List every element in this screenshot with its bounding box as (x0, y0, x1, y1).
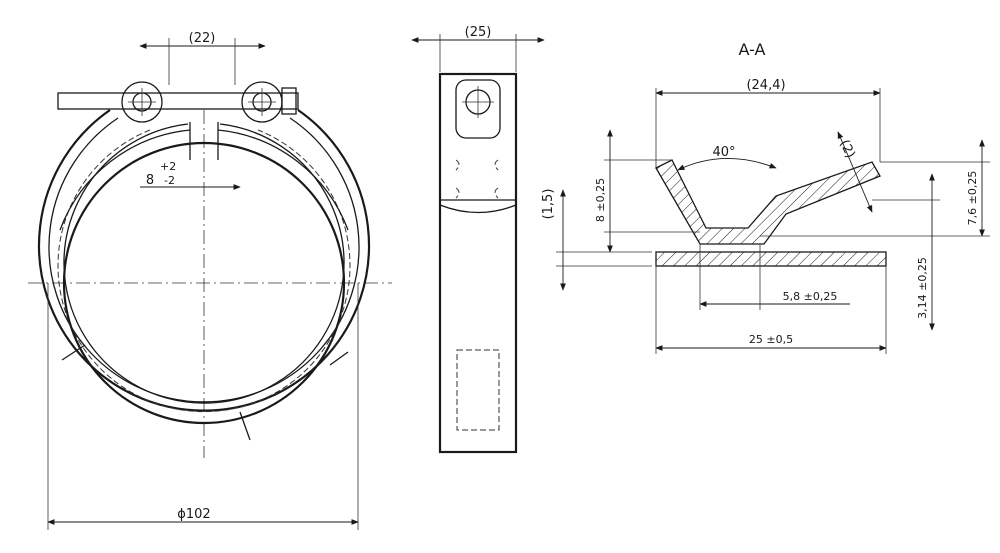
dim-width: (25) (465, 25, 492, 40)
dim-angle: 40° (712, 145, 735, 160)
dim-gap-plus: +2 (160, 160, 176, 173)
clamp-band-line-3 (63, 123, 345, 404)
side-hidden-slot (456, 349, 500, 431)
segment-mark-right (329, 351, 349, 366)
dim-outer-height: 7,6 ±0,25 (966, 171, 979, 226)
dim-lip-thickness: (2) (836, 138, 857, 161)
trunnion-right (241, 81, 283, 123)
side-hidden-hook-3 (455, 187, 460, 199)
section-title: A-A (739, 40, 766, 59)
dim-lip-line (837, 131, 873, 213)
front-view: (22) 8 +2 -2 ϕ102 (28, 31, 392, 530)
clamp-inner-band (59, 129, 191, 231)
clamp-outer-band (37, 109, 371, 412)
t-bolt-bar (57, 92, 299, 110)
side-hidden-hook-2 (494, 159, 499, 171)
dim-base-thickness: (1,5) (541, 189, 556, 220)
side-latch (455, 79, 501, 139)
dim-top-width: (24,4) (746, 78, 785, 93)
section-base-strip (655, 251, 887, 267)
clamp-band-line-2 (48, 117, 360, 403)
clamp-band-hidden-1 (57, 129, 351, 413)
side-band-curve (439, 204, 517, 214)
dim-inner-height: 8 ±0,25 (594, 178, 607, 222)
section-v-profile (655, 159, 881, 245)
side-body (438, 72, 518, 454)
dim-diameter: ϕ102 (177, 507, 210, 522)
t-bolt-nut (281, 87, 297, 115)
dim-bolt-spacing: (22) (189, 31, 216, 46)
side-view: (25) (411, 25, 545, 454)
side-hidden-hook-4 (494, 187, 499, 199)
dim-throat-width: 5,8 ±0,25 (783, 290, 838, 303)
dim-total-width: 25 ±0,5 (749, 333, 793, 346)
clamp-inner-band-right (217, 129, 349, 231)
trunnion-left (121, 81, 163, 123)
side-hidden-hook-1 (455, 159, 460, 171)
dim-base-offset: 3,14 ±0,25 (916, 257, 929, 319)
dim-gap: 8 (146, 173, 154, 188)
section-view: A-A 40° (24,4) (2) (1,5) 8 ±0,25 7,6 ±0,… (541, 40, 990, 354)
angle-arc (677, 158, 777, 171)
dim-gap-minus: -2 (164, 174, 175, 187)
clamp-inner-circle (62, 141, 346, 425)
segment-mark-left (61, 344, 86, 361)
segment-mark-bottom (239, 411, 251, 441)
